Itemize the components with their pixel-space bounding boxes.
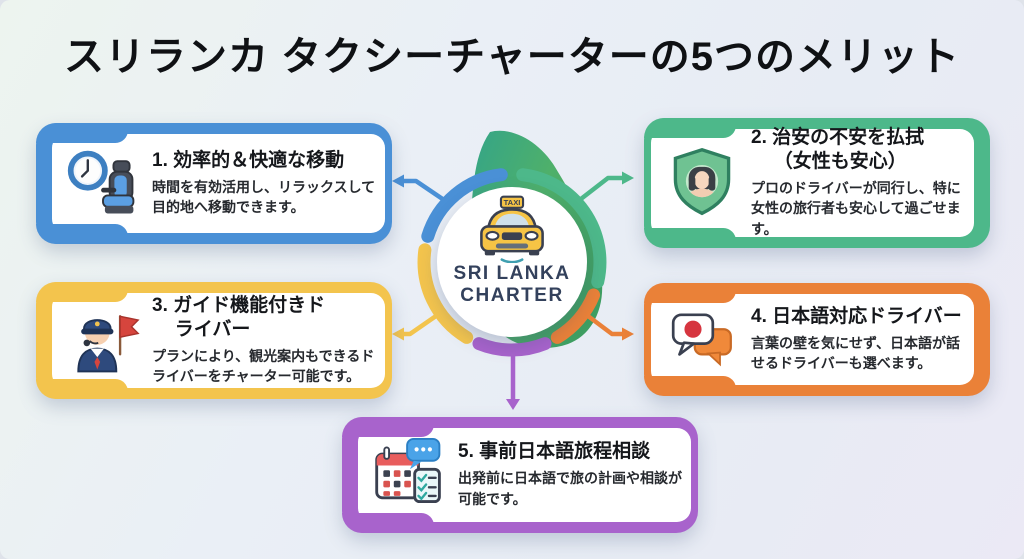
benefit-card-4: 4. 日本語対応ドライバー 言葉の壁を気にせず、日本語が話せるドライバーも選べま… <box>644 283 990 396</box>
page-title: スリランカ タクシーチャーターの5つのメリット <box>64 35 960 79</box>
clock-and-car-seat-icon <box>64 145 142 223</box>
frame-accent <box>36 282 128 302</box>
frame-accent <box>644 228 736 248</box>
brand-hub: TAXI SRI LANKA CHARTER <box>437 187 587 337</box>
calendar-chat-checklist-icon <box>370 436 448 514</box>
benefit-description: プランにより、観光案内もできるドライバーをチャーター可能です。 <box>152 347 375 385</box>
benefit-description: プロのドライバーが同行し、特に女性の旅行者も安心して過ごせます。 <box>751 179 961 238</box>
taxi-front-icon: TAXI <box>480 195 544 263</box>
benefit-title: 5. 事前日本語旅程相談 <box>458 441 651 463</box>
arrow-to-card-2 <box>575 171 634 204</box>
benefit-card-3: 3. ガイド機能付きド ライバー プランにより、観光案内もできるドライバーをチャ… <box>36 282 392 399</box>
benefit-title: 2. 治安の不安を払拭 <box>751 127 925 149</box>
arrow-to-card-3 <box>392 314 438 341</box>
frame-accent <box>342 513 434 533</box>
arrow-to-card-4 <box>586 314 634 341</box>
benefit-card-1: 1. 効率的＆快適な移動 時間を有効活用し、リラックスして目的地へ移動できます。 <box>36 123 392 244</box>
shield-with-woman-icon <box>663 144 741 222</box>
guide-driver-icon <box>64 302 142 380</box>
benefit-title: 1. 効率的＆快適な移動 <box>152 149 345 171</box>
arrow-to-card-5 <box>506 348 520 410</box>
benefit-title-line2: ライバー <box>174 318 251 340</box>
benefit-description: 時間を有効活用し、リラックスして目的地へ移動できます。 <box>152 178 376 216</box>
brand-name-line2: CHARTER <box>460 285 564 307</box>
brand-name-line1: SRI LANKA <box>453 263 571 284</box>
benefit-description: 言葉の壁を気にせず、日本語が話せるドライバーも選べます。 <box>751 334 961 372</box>
benefit-title: 3. ガイド機能付きド <box>152 295 326 317</box>
frame-accent <box>36 379 128 399</box>
frame-accent <box>342 417 434 437</box>
frame-accent <box>36 224 128 244</box>
japan-speech-bubbles-icon <box>663 301 741 379</box>
frame-accent <box>644 283 736 303</box>
benefit-card-5: 5. 事前日本語旅程相談 出発前に日本語で旅の計画や相談が可能です。 <box>342 417 698 533</box>
taxi-sign-label: TAXI <box>504 198 521 207</box>
arrow-to-card-1 <box>392 174 449 204</box>
frame-accent <box>644 118 736 138</box>
benefit-card-2: 2. 治安の不安を払拭 （女性も安心） プロのドライバーが同行し、特に女性の旅行… <box>644 118 990 248</box>
frame-accent <box>36 123 128 143</box>
benefit-title: 4. 日本語対応ドライバー <box>751 305 962 327</box>
frame-accent <box>644 376 736 396</box>
benefit-description: 出発前に日本語で旅の計画や相談が可能です。 <box>458 470 682 507</box>
benefit-title-line2: （女性も安心） <box>773 150 907 172</box>
ring-segment-purple <box>472 337 552 357</box>
